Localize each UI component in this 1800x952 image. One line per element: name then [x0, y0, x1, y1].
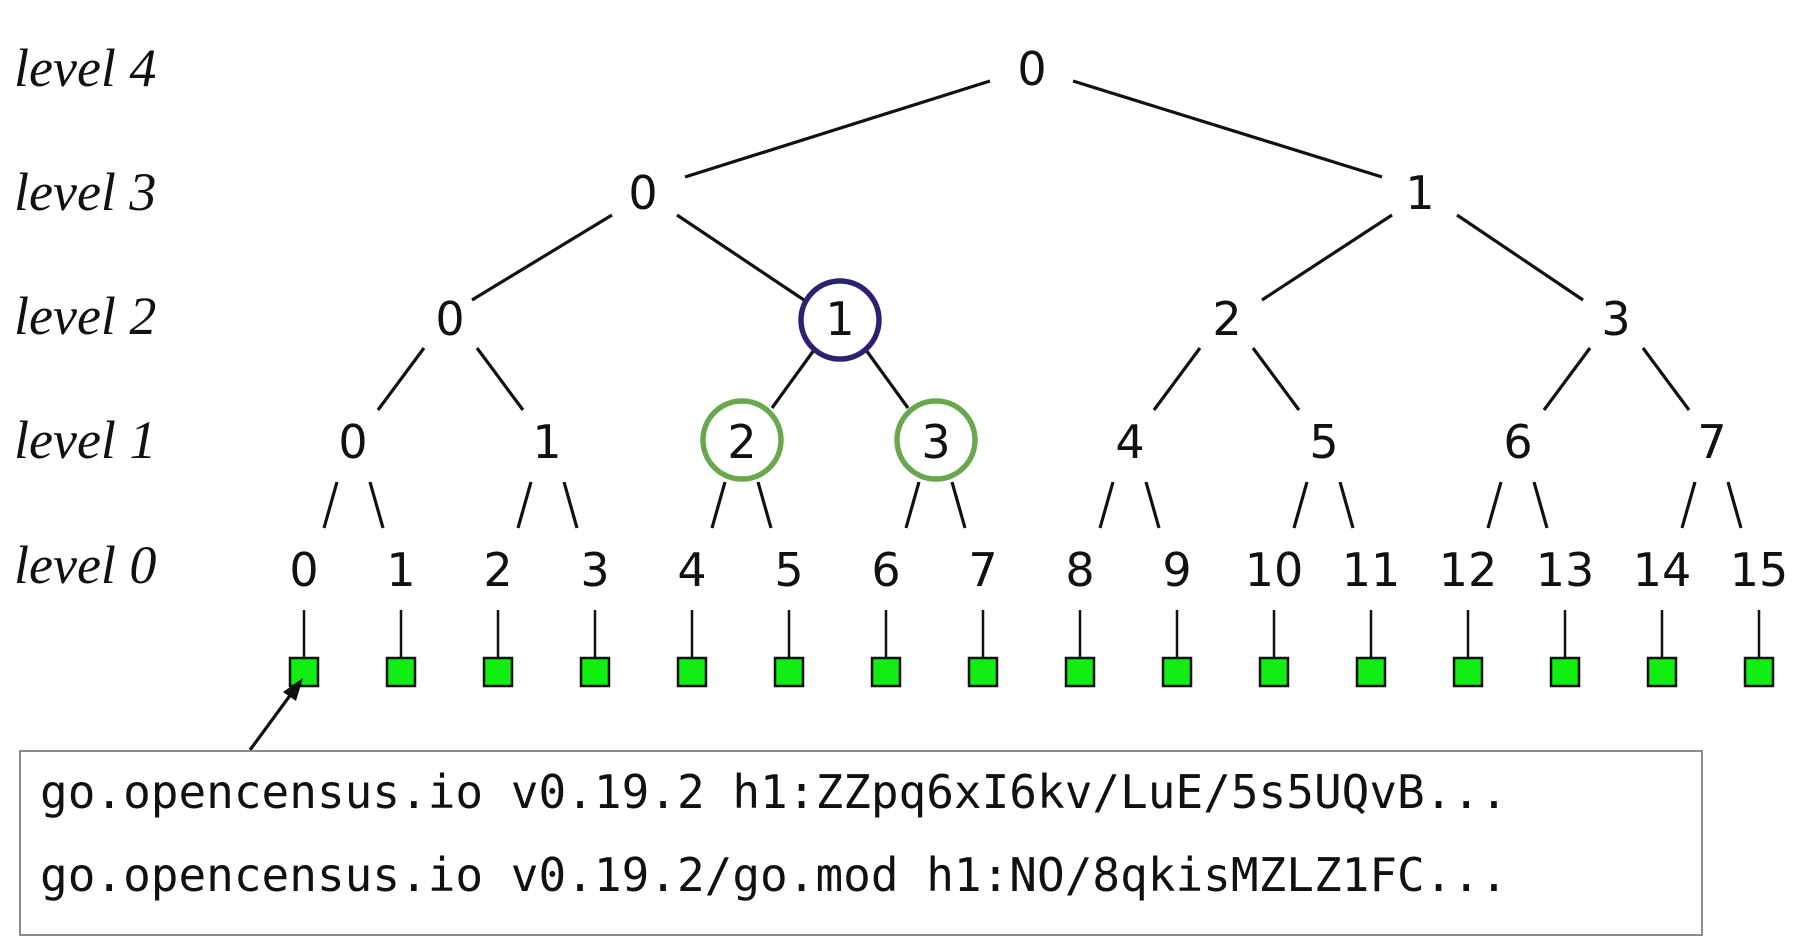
node-level2-2: 2 [1212, 292, 1241, 346]
pointer-arrow [248, 678, 303, 751]
node-level1-6: 6 [1503, 415, 1532, 469]
level-label-1: level 1 [14, 410, 156, 470]
node-level0-10: 10 [1245, 543, 1304, 597]
tree-edge [710, 481, 727, 529]
tree-edge [756, 481, 773, 529]
node-level1-2: 2 [727, 415, 756, 469]
node-level1-4: 4 [1115, 415, 1144, 469]
leaf-square [579, 656, 611, 688]
highlight-ring-level1-node3 [894, 398, 978, 482]
tree-edge [676, 213, 805, 302]
tree-edge [376, 347, 426, 411]
node-level0-7: 7 [968, 543, 997, 597]
tree-edge [1152, 347, 1202, 411]
node-level0-1: 1 [386, 543, 415, 597]
node-level0-2: 2 [483, 543, 512, 597]
tree-edge [471, 213, 613, 302]
node-level0-8: 8 [1065, 543, 1094, 597]
tree-edge [1292, 481, 1309, 529]
leaf-square [773, 656, 805, 688]
node-level1-5: 5 [1309, 415, 1338, 469]
leaf-square [967, 656, 999, 688]
tree-edge [904, 481, 921, 529]
go-sum-hash-box: go.opencensus.io v0.19.2 h1:ZZpq6xI6kv/L… [19, 750, 1703, 936]
leaf-square [1646, 656, 1678, 688]
node-level3-0: 0 [628, 166, 657, 220]
node-level0-5: 5 [774, 543, 803, 597]
tree-edge [1144, 481, 1161, 529]
go-sum-line-gomod: go.opencensus.io v0.19.2/go.mod h1:NO/8q… [40, 848, 1508, 902]
tree-edge [475, 347, 525, 411]
leaf-square [482, 656, 514, 688]
leaf-square [1452, 656, 1484, 688]
node-level0-14: 14 [1633, 543, 1692, 597]
level-label-2: level 2 [14, 286, 156, 346]
node-level1-1: 1 [532, 415, 561, 469]
highlight-ring-level1-node2 [700, 398, 784, 482]
tree-edge [1542, 347, 1592, 411]
tree-edge [684, 79, 991, 179]
node-level0-6: 6 [871, 543, 900, 597]
node-level2-3: 3 [1601, 292, 1630, 346]
tree-edge [1456, 213, 1584, 302]
tree-edge [1641, 347, 1691, 411]
tree-edge [368, 481, 385, 529]
leaf-square [676, 656, 708, 688]
node-level0-11: 11 [1342, 543, 1401, 597]
level-label-3: level 3 [14, 162, 156, 222]
tree-edge [1251, 347, 1301, 411]
node-level1-0: 0 [338, 415, 367, 469]
tree-edge [562, 481, 579, 529]
node-level0-12: 12 [1439, 543, 1498, 597]
tree-edge [950, 481, 967, 529]
tree-edge [1532, 481, 1549, 529]
node-level2-1: 1 [825, 292, 854, 346]
tree-edge [1098, 481, 1115, 529]
node-level0-9: 9 [1162, 543, 1191, 597]
highlight-ring-level2-node1 [798, 278, 882, 362]
tree-edge [1726, 481, 1743, 529]
leaf-square [1743, 656, 1775, 688]
tree-edge [516, 481, 533, 529]
node-level4-0: 0 [1017, 42, 1046, 96]
node-level0-4: 4 [677, 543, 706, 597]
leaf-square [1161, 656, 1193, 688]
node-level0-15: 15 [1730, 543, 1789, 597]
leaf-square [1355, 656, 1387, 688]
leaf-square [1549, 656, 1581, 688]
node-level3-1: 1 [1405, 166, 1434, 220]
tree-edge [1072, 79, 1383, 179]
leaf-row [288, 610, 1775, 688]
tree-edge [1338, 481, 1355, 529]
node-level0-3: 3 [580, 543, 609, 597]
leaf-square [870, 656, 902, 688]
node-level0-13: 13 [1536, 543, 1595, 597]
node-level0-0: 0 [289, 543, 318, 597]
pointer-arrow-head [283, 678, 303, 701]
tree-edge [864, 349, 910, 409]
tree-edge [1486, 481, 1503, 529]
leaf-square [385, 656, 417, 688]
pointer-arrow-shaft [248, 689, 296, 751]
node-level2-0: 0 [435, 292, 464, 346]
level-label-4: level 4 [14, 38, 156, 98]
level-label-0: level 0 [14, 535, 156, 595]
leaf-square [288, 656, 320, 688]
tree-edge [770, 349, 816, 409]
tree-edge [322, 481, 339, 529]
leaf-square [1064, 656, 1096, 688]
tree-edge [1680, 481, 1697, 529]
node-level1-3: 3 [921, 415, 950, 469]
leaf-square [1258, 656, 1290, 688]
node-level1-7: 7 [1697, 415, 1726, 469]
tree-edge [1261, 213, 1393, 302]
go-sum-line-module: go.opencensus.io v0.19.2 h1:ZZpq6xI6kv/L… [40, 765, 1508, 819]
